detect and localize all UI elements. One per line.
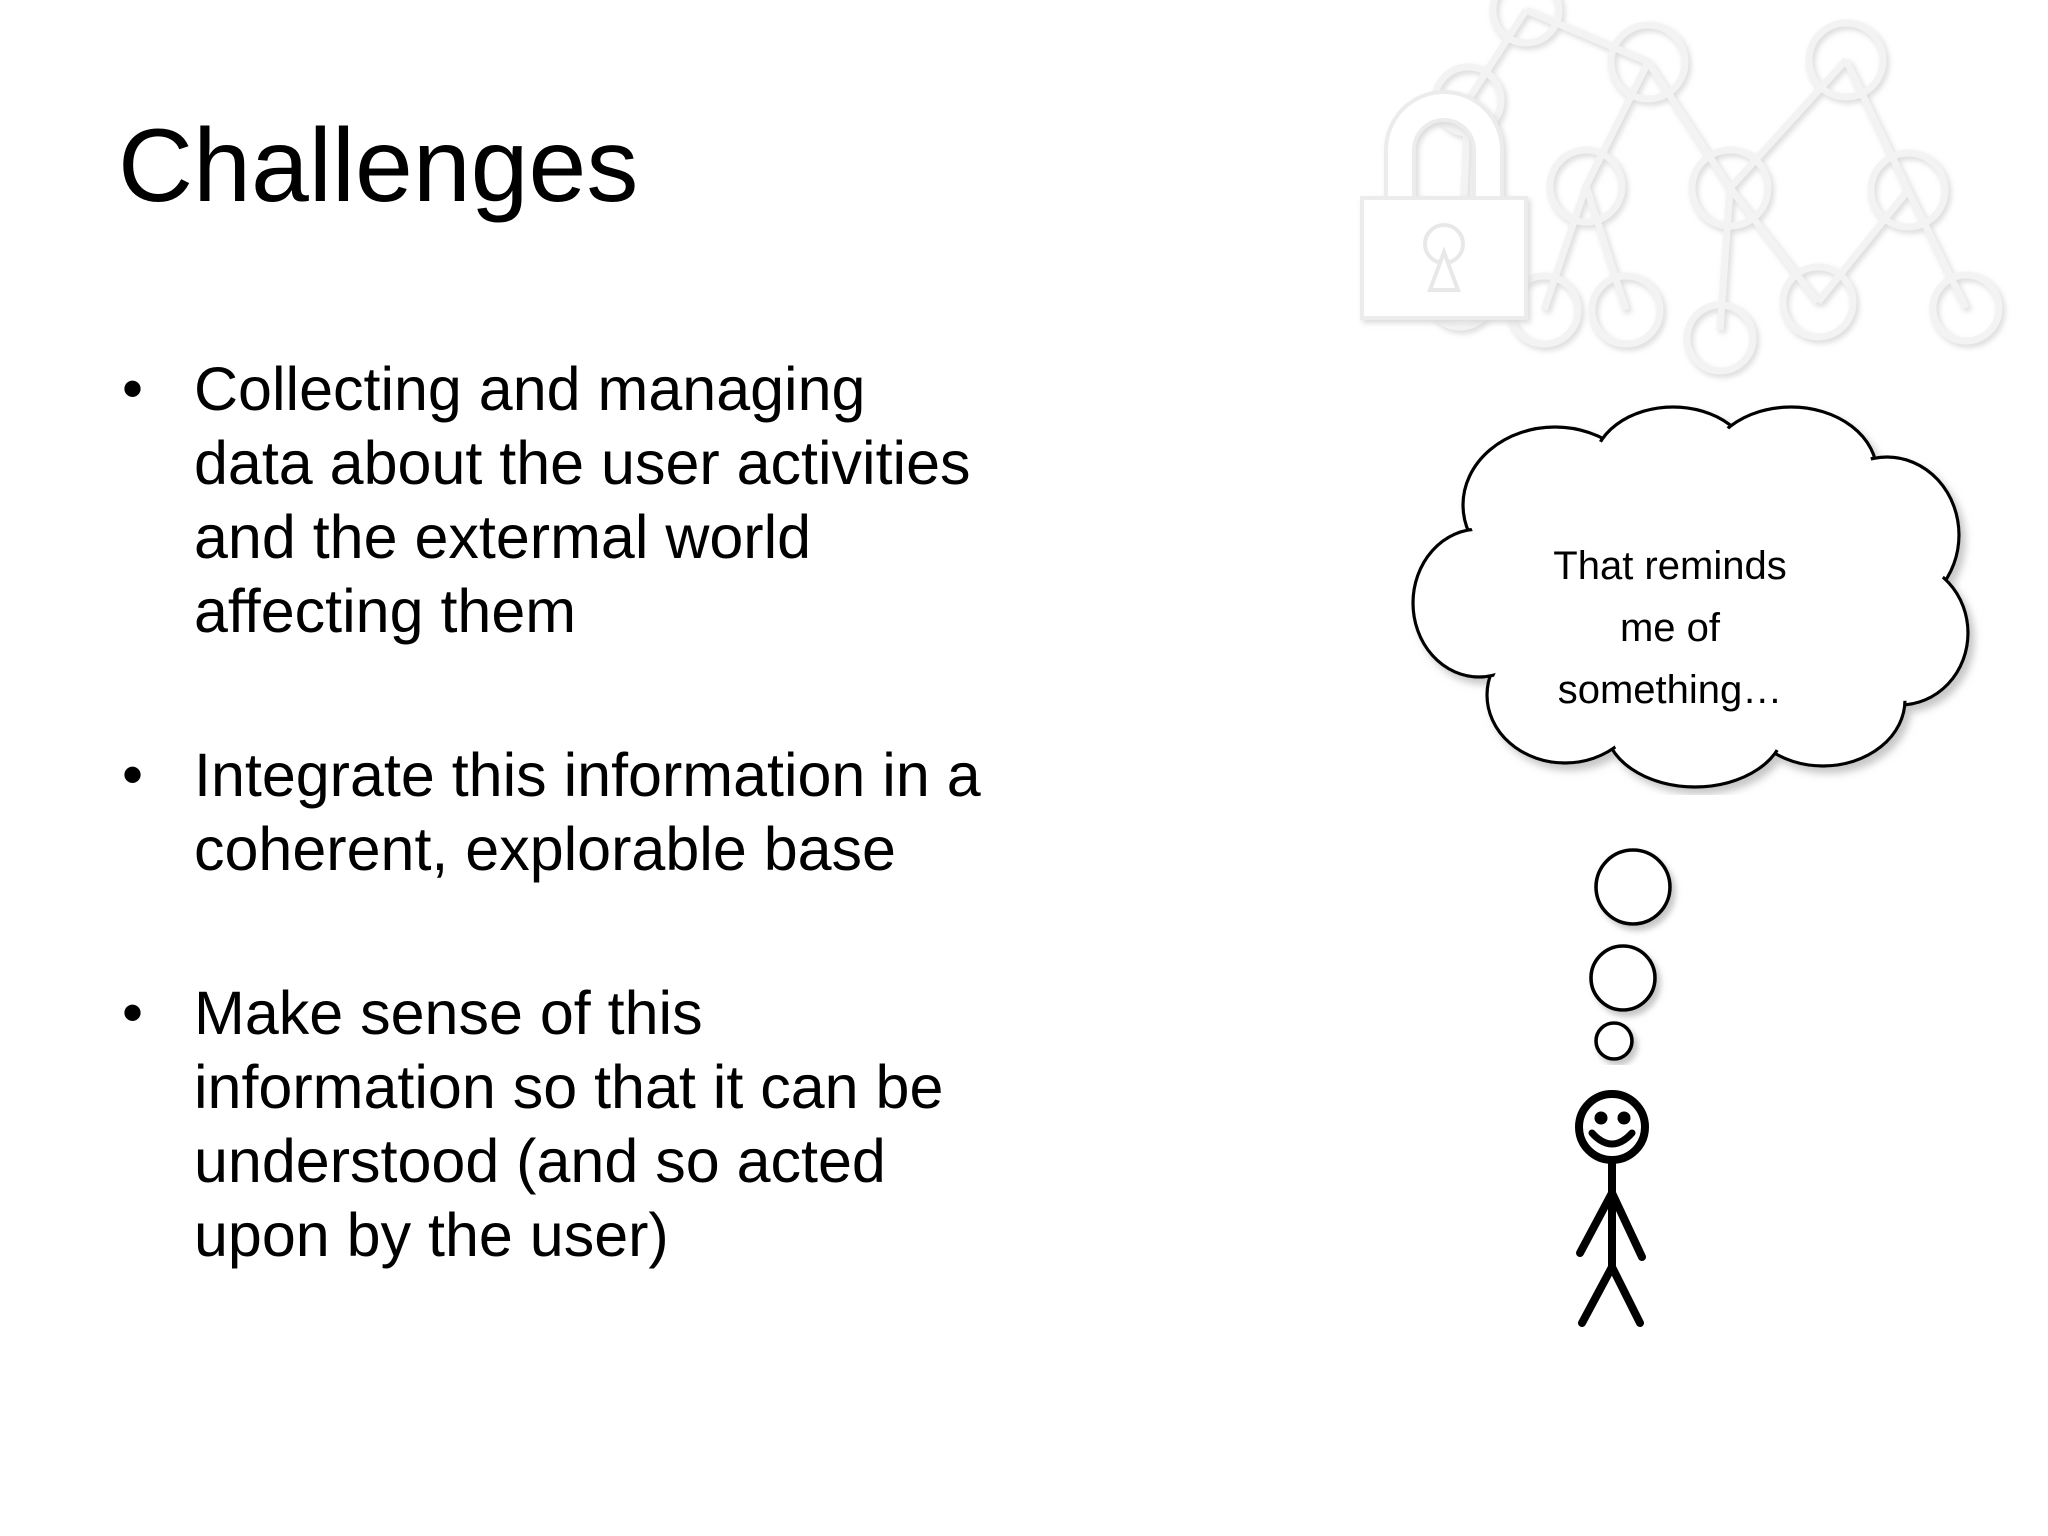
stick-figure-eyes-icon	[1594, 1111, 1631, 1125]
bullet-marker-icon: •	[122, 355, 144, 422]
bullet-text-collecting: Collecting and managing data about the u…	[194, 355, 971, 645]
bullet-item-integrate: • Integrate this information in a cohere…	[118, 738, 1208, 886]
bullet-marker-icon: •	[122, 741, 144, 808]
bullet-marker-icon: •	[122, 979, 144, 1046]
bullet-item-collecting: • Collecting and managing data about the…	[118, 352, 1208, 648]
thought-bubble-icon	[1411, 405, 1970, 789]
slide-title: Challenges	[118, 108, 639, 224]
network-graph-icon	[1424, 0, 2003, 375]
stick-figure-icon	[1575, 1090, 1649, 1327]
thought-trail-icon	[1589, 848, 1672, 1061]
bullet-item-make-sense: • Make sense of this information so that…	[118, 976, 1208, 1272]
bullet-list: • Collecting and managing data about the…	[118, 352, 1208, 1272]
bullet-text-integrate: Integrate this information in a coherent…	[194, 741, 981, 883]
watermark-graphic	[1360, 0, 2003, 375]
padlock-icon	[1360, 90, 1528, 320]
bullet-text-make-sense: Make sense of this information so that i…	[194, 979, 944, 1269]
thought-bubble-text: That reminds me of something…	[1553, 544, 1787, 712]
